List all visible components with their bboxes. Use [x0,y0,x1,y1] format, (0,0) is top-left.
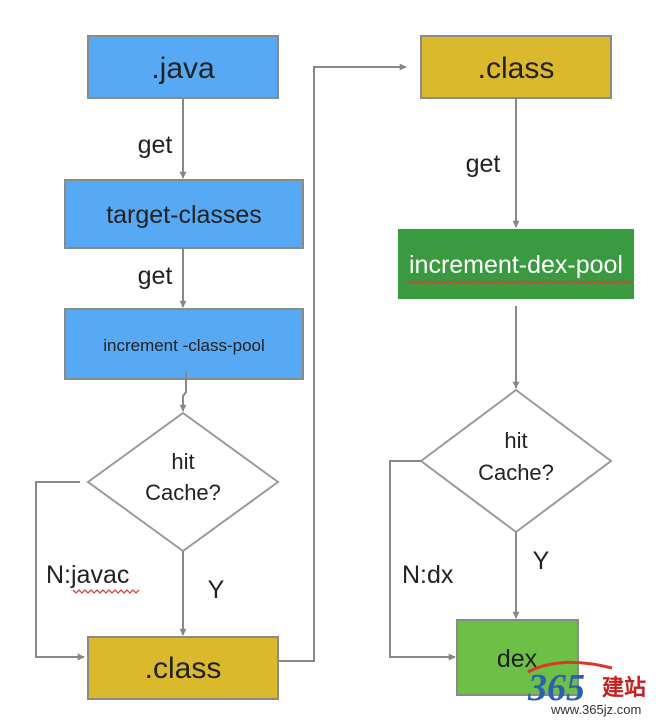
increment-class-pool-box [64,308,304,380]
edge-label-get-3: get [466,150,501,178]
watermark-swoosh [527,660,613,674]
edge-label-y-left: Y [208,576,225,604]
increment-class-pool-label: increment -class-pool [103,336,265,355]
spellcheck-underline-javac [72,589,140,594]
edge-label-get-1: get [138,131,173,159]
hit-cache-right-line2: Cache? [478,460,554,485]
edge-label-n-dx: N:dx [402,561,454,589]
dex-node: dex [456,619,579,696]
spellcheck-underline-dex-pool [406,280,633,285]
watermark-digits: 365 [527,667,585,709]
target-classes-box [64,179,304,249]
java-node: .java [87,35,279,99]
increment-dex-pool-box [398,229,634,299]
target-classes-label: target-classes [106,201,262,229]
hit-cache-decision-left: hit Cache? [86,411,280,553]
hit-cache-left-line2: Cache? [145,480,221,505]
watermark-logo: 365 建站 www.365jz.com [527,660,646,717]
increment-dex-pool-label: increment-dex-pool [409,251,623,279]
edge-label-get-2: get [138,262,173,290]
watermark-cn: 建站 [602,675,646,700]
edge-label-n-javac: N:javac [46,561,129,589]
class-bottom-node: .class [87,636,279,700]
edge-class-bottom-to-class-top [278,63,407,662]
increment-class-pool-node: increment -class-pool [64,308,304,380]
hit-cache-decision-right: hit Cache? [419,388,613,534]
java-label: .java [151,52,215,85]
class-bottom-label: .class [145,652,222,685]
target-classes-node: target-classes [64,179,304,249]
java-box [87,35,279,99]
increment-dex-pool-node: increment-dex-pool [398,229,634,299]
class-top-node: .class [420,35,612,99]
edge-decision-right-no [389,460,456,661]
edge-class-pool-to-decision [179,371,187,412]
hit-cache-right-line1: hit [504,428,527,453]
edge-decision-left-no [35,481,85,661]
watermark-url: www.365jz.com [550,702,641,717]
hit-cache-left-line1: hit [171,449,194,474]
dex-box [456,619,579,696]
edge-label-y-right: Y [533,547,550,575]
class-top-label: .class [478,52,555,85]
class-bottom-box [87,636,279,700]
dex-label: dex [497,645,538,673]
